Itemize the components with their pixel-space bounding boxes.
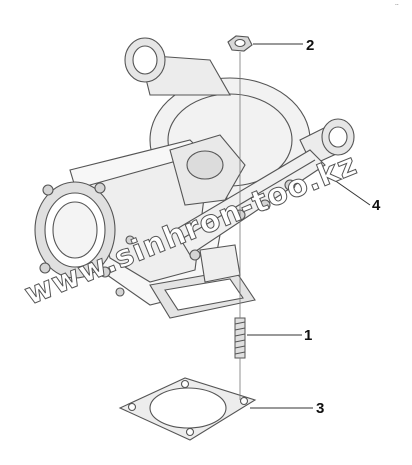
turbocharger	[34, 37, 355, 319]
gasket	[118, 377, 257, 441]
leader-lines	[247, 43, 371, 409]
nut	[227, 35, 253, 52]
corner-mark: --	[395, 2, 399, 8]
callout-1: 1	[304, 327, 312, 344]
callout-3: 3	[316, 400, 324, 417]
stud	[234, 317, 246, 359]
callout-4: 4	[372, 197, 381, 214]
callout-2: 2	[306, 37, 314, 54]
